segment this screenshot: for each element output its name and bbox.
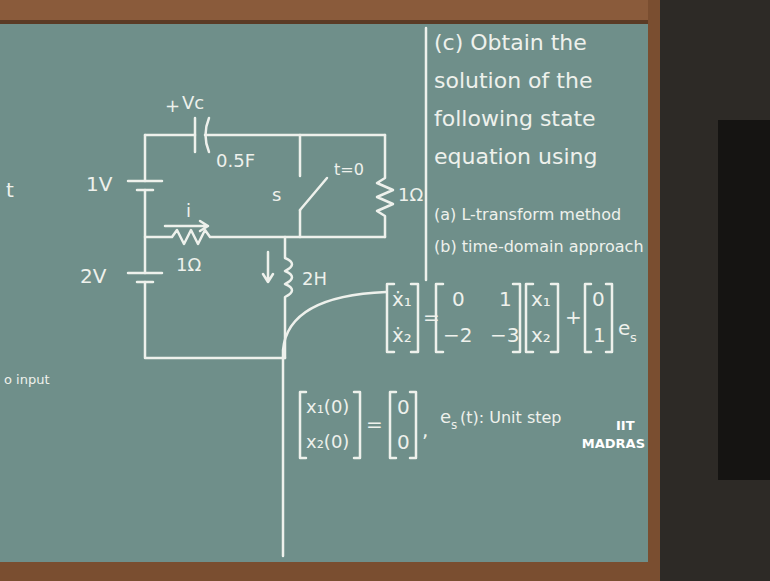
matrix-bracket	[526, 284, 558, 352]
partial-note: t	[6, 178, 14, 202]
input-name: e	[440, 406, 451, 428]
comma: ,	[422, 418, 428, 442]
watermark: MADRAS	[582, 436, 645, 452]
matrix-bracket	[436, 284, 520, 352]
matrix-entry: x₂(0)	[306, 431, 349, 453]
matrix-entry: ẋ₁	[392, 287, 412, 311]
matrix-bracket	[585, 284, 612, 352]
watermark: IIT	[616, 418, 635, 434]
current-arrow	[263, 252, 273, 282]
component-value: 1Ω	[398, 184, 423, 206]
current-arrow	[165, 221, 208, 231]
equals-sign: =	[423, 305, 440, 329]
inductor-symbol	[285, 237, 292, 358]
matrix-entry: 0	[592, 287, 605, 311]
resistor-symbol	[377, 135, 393, 237]
matrix-entry: 0	[452, 287, 465, 311]
current-name: i	[186, 200, 191, 222]
matrix-entry: −2	[443, 323, 472, 347]
battery-plate	[128, 180, 162, 183]
bottom-frame	[0, 562, 660, 581]
right-wall	[648, 0, 770, 581]
matrix-entry: 0	[397, 430, 410, 454]
equals-sign: =	[366, 412, 383, 436]
matrix-bracket	[390, 392, 416, 458]
input-description: (t): Unit step	[460, 408, 562, 427]
switch-name: s	[272, 184, 281, 206]
matrix-entry: x₂	[531, 323, 551, 347]
matrix-entry: 0	[397, 395, 410, 419]
component-value: 0.5F	[216, 150, 255, 172]
wire	[144, 190, 147, 273]
input-subscript: s	[451, 418, 457, 432]
wire	[145, 282, 285, 358]
method-item: (b) time-domain approach	[434, 228, 644, 266]
matrix-entry: 1	[593, 323, 606, 347]
wire	[205, 134, 385, 137]
wire	[144, 135, 147, 181]
matrix-entry: x₁	[531, 287, 551, 311]
wire	[299, 135, 302, 176]
resistor-symbol	[145, 230, 385, 244]
dark-panel	[718, 120, 770, 480]
matrix-bracket	[300, 392, 360, 458]
method-item: (a) L-transform method	[434, 196, 644, 234]
component-value: 1Ω	[176, 254, 201, 276]
matrix-entry: 1	[499, 287, 512, 311]
matrix-entry: x₁(0)	[306, 396, 349, 418]
component-value: 2V	[80, 264, 106, 288]
wire	[145, 134, 195, 137]
question-text: (c) Obtain the solution of the following…	[434, 24, 639, 176]
right-frame	[648, 0, 660, 581]
matrix-bracket	[387, 284, 418, 352]
divider-curve	[283, 292, 386, 556]
capacitor-plate	[194, 118, 197, 152]
switch-time: t=0	[334, 160, 364, 179]
input-name: e	[618, 316, 630, 340]
component-value: 1V	[86, 172, 112, 196]
switch-symbol	[300, 178, 327, 210]
divider-line	[425, 28, 428, 280]
matrix-entry: ẋ₂	[392, 323, 412, 347]
plus-sign: +	[565, 305, 582, 329]
matrix-entry: −3	[490, 323, 519, 347]
input-subscript: s	[630, 330, 637, 346]
polarity-sign: +	[165, 95, 180, 117]
voltage-name: Vc	[182, 92, 204, 114]
battery-plate	[128, 272, 162, 275]
partial-note: o input	[4, 372, 50, 388]
wire	[299, 210, 302, 237]
component-value: 2H	[302, 268, 327, 290]
